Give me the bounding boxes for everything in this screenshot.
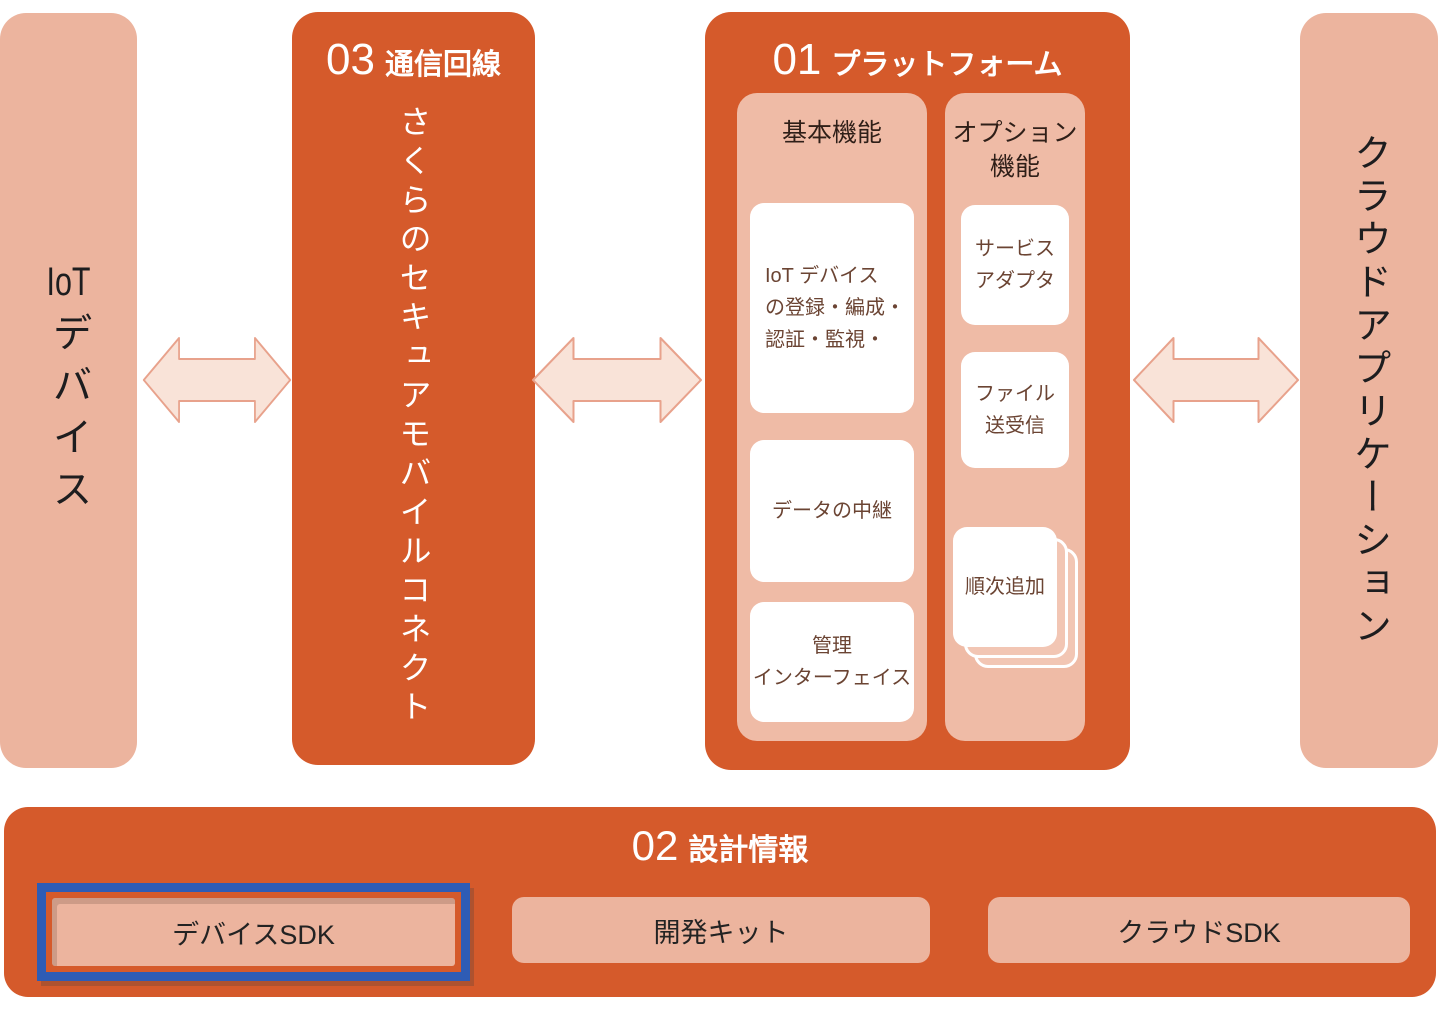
network-block-number: 03 xyxy=(326,35,375,84)
platform-block: 01 プラットフォーム 基本機能 IoT デバイス の登録・編成・ 認証・監視・… xyxy=(705,12,1130,770)
platform-block-number: 01 xyxy=(772,35,822,84)
iot-device-block: IoT デバイス xyxy=(0,13,137,768)
feature-device-management: IoT デバイス の登録・編成・ 認証・監視・ xyxy=(750,203,914,413)
feature-sequential-addition: 順次追加 xyxy=(953,527,1057,647)
network-block-header: 03 通信回線 xyxy=(326,38,501,83)
network-block-title: 通信回線 xyxy=(384,49,501,81)
iot-kana-text: デバイス xyxy=(46,311,91,520)
bidirectional-arrow-network-platform xyxy=(532,337,702,423)
basic-functions-column: 基本機能 IoT デバイス の登録・編成・ 認証・監視・ データの中継 管理 イ… xyxy=(737,93,927,741)
device-sdk-button[interactable]: デバイスSDK xyxy=(52,898,455,966)
optional-functions-heading: オプション 機能 xyxy=(952,119,1078,181)
network-block: 03 通信回線 さくらのセキュアモバイルコネクト xyxy=(292,12,535,765)
network-service-name: さくらのセキュアモバイルコネクト xyxy=(395,105,432,729)
platform-block-title: プラットフォーム xyxy=(831,49,1063,81)
design-block-header: 02 設計情報 xyxy=(4,825,1436,869)
bidirectional-arrow-platform-cloud xyxy=(1132,337,1300,423)
bidirectional-arrow-device-network xyxy=(142,337,292,423)
feature-file-transfer: ファイル 送受信 xyxy=(961,352,1069,468)
platform-block-header: 01 プラットフォーム xyxy=(705,38,1130,83)
design-block-title: 設計情報 xyxy=(688,834,809,867)
design-block-number: 02 xyxy=(631,822,679,869)
dev-kit-button[interactable]: 開発キット xyxy=(512,897,930,963)
basic-functions-heading: 基本機能 xyxy=(781,119,882,147)
feature-service-adapter: サービス アダプタ xyxy=(961,205,1069,325)
cloud-app-label: クラウドアプリケーション xyxy=(1347,132,1390,649)
design-info-block: 02 設計情報 デバイスSDK 開発キット クラウドSDK xyxy=(4,807,1436,997)
feature-admin-interface: 管理 インターフェイス xyxy=(750,602,914,722)
device-sdk-highlight-box: デバイスSDK xyxy=(37,883,470,981)
cloud-app-block: クラウドアプリケーション xyxy=(1300,13,1438,768)
optional-functions-column: オプション 機能 サービス アダプタ ファイル 送受信 順次追加 xyxy=(945,93,1085,741)
cloud-sdk-button[interactable]: クラウドSDK xyxy=(988,897,1410,963)
iot-device-label: IoT デバイス xyxy=(40,262,98,520)
iot-latin-text: IoT xyxy=(46,261,91,302)
feature-data-relay: データの中継 xyxy=(750,440,914,582)
